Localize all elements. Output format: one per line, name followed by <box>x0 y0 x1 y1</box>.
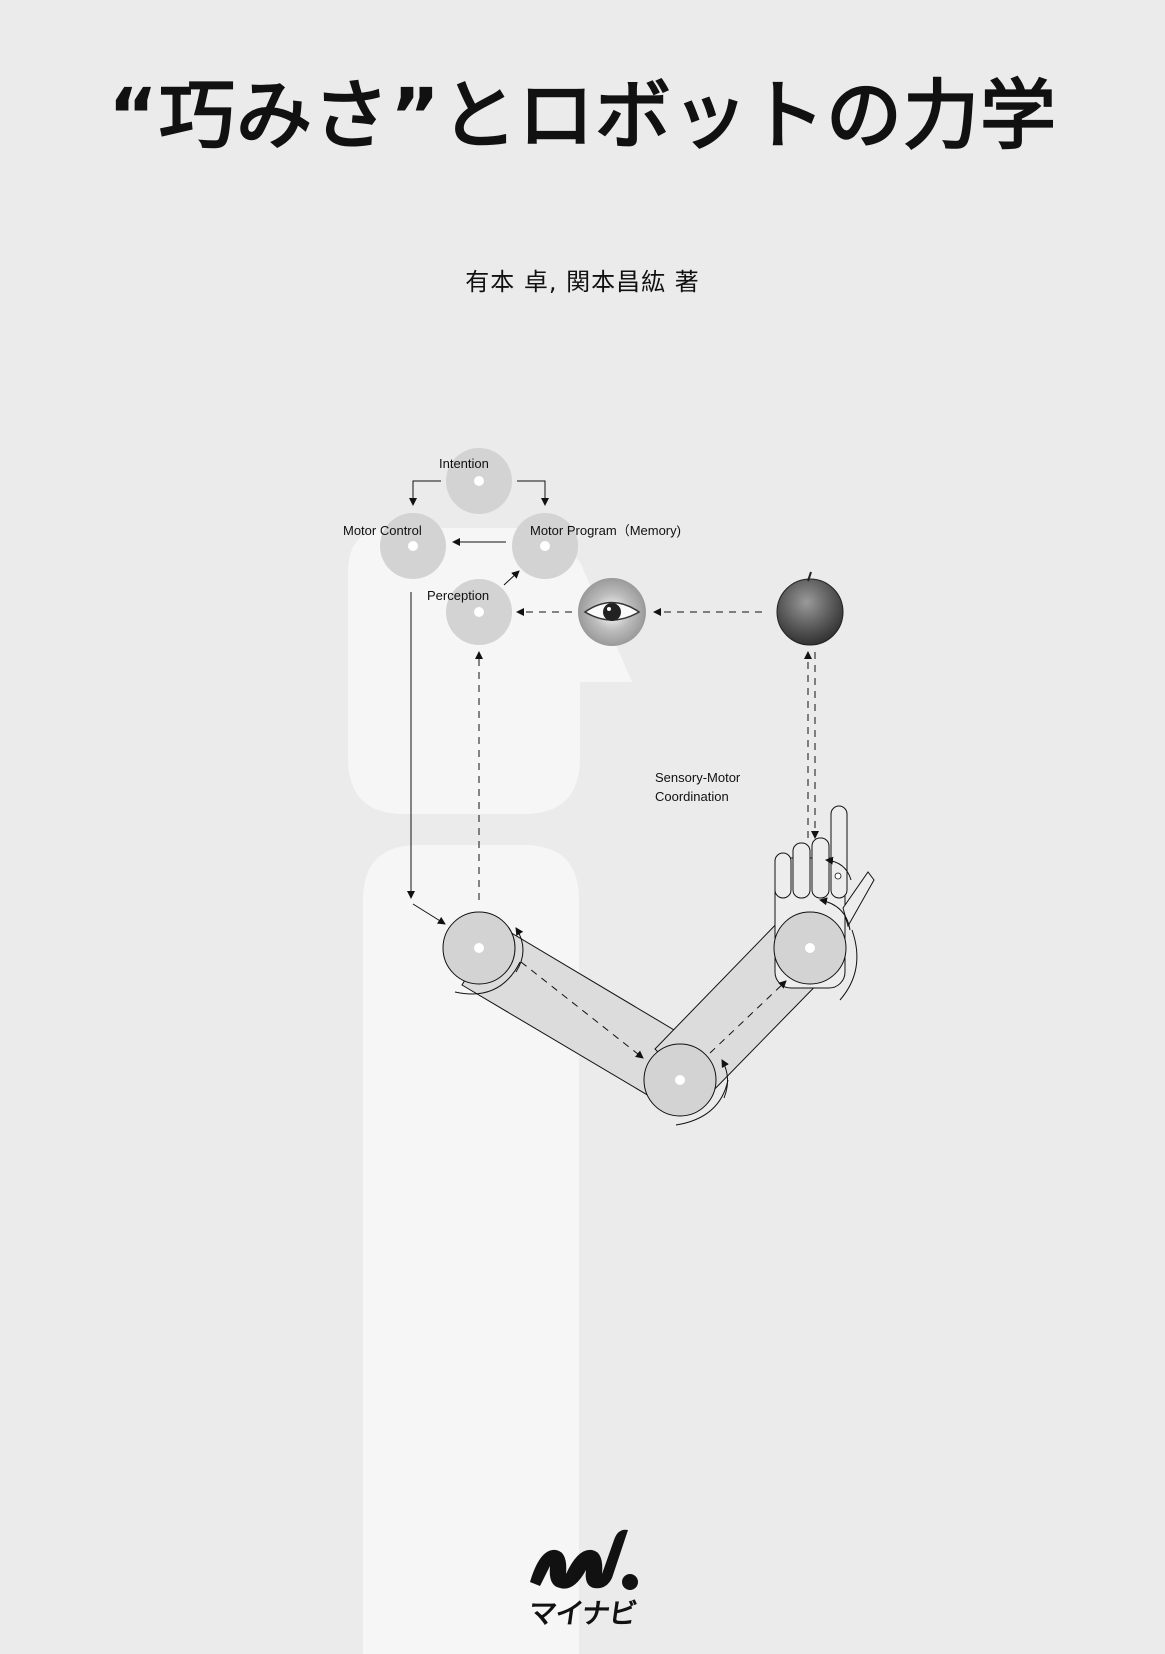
shoulder-joint <box>442 911 516 985</box>
motor-command-arrow <box>407 592 446 925</box>
publisher-logo <box>530 1529 638 1590</box>
perception-label: Perception <box>427 588 489 603</box>
arm-feedback-arrows <box>520 961 787 1059</box>
sensory-motor-label-line1: Sensory-Motor <box>655 770 741 785</box>
motor-control-node <box>380 513 446 579</box>
head-silhouette <box>348 528 632 814</box>
perception-node <box>446 579 512 645</box>
book-title: “巧みさ”とロボットの力学 <box>108 71 1057 160</box>
finger-joint <box>834 872 842 880</box>
motor-control-label: Motor Control <box>343 523 422 538</box>
sensory-motor-label-line2: Coordination <box>655 789 729 804</box>
intention-label: Intention <box>439 456 489 471</box>
motor-program-node <box>512 513 578 579</box>
sensory-arrows <box>475 608 819 900</box>
apple-image <box>776 571 844 646</box>
brain-arrows <box>409 480 549 586</box>
author-line: 有本 卓, 関本昌紘 著 <box>465 268 700 296</box>
elbow-joint <box>643 1043 717 1117</box>
body-silhouette <box>363 845 579 1654</box>
publisher-name: マイナビ <box>526 1597 639 1630</box>
eye-image <box>578 578 646 646</box>
wrist-joint <box>773 911 847 985</box>
intention-node <box>446 448 512 514</box>
torque-arcs <box>454 856 858 1126</box>
motor-program-label: Motor Program（Memory) <box>530 523 681 538</box>
